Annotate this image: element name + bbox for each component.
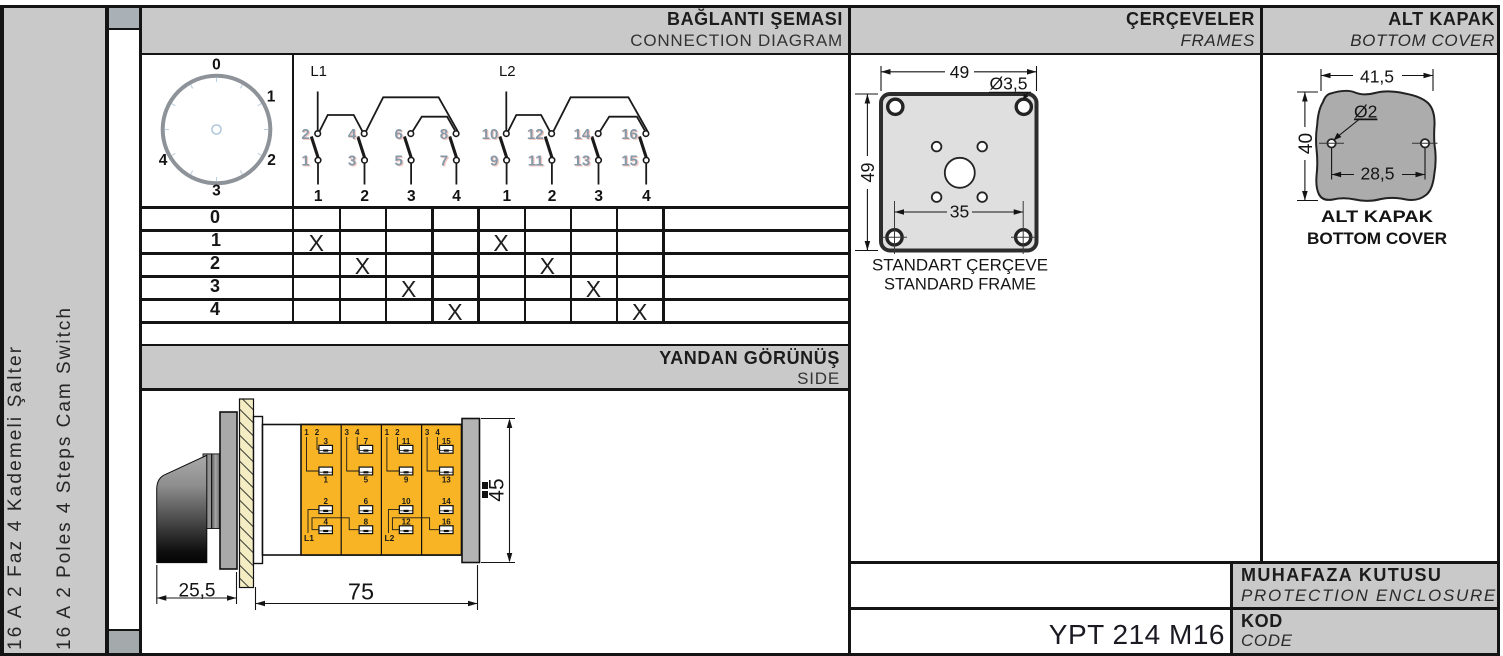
svg-text:12: 12	[402, 517, 411, 526]
svg-text:49: 49	[950, 62, 969, 82]
svg-text:7: 7	[364, 437, 369, 446]
svg-text:2: 2	[315, 428, 320, 437]
svg-text:49: 49	[858, 162, 878, 182]
svg-text:2: 2	[548, 188, 557, 205]
svg-text:40: 40	[1296, 133, 1317, 154]
svg-text:L1: L1	[304, 533, 314, 543]
svg-text:6: 6	[396, 127, 404, 144]
svg-text:2: 2	[303, 127, 311, 144]
svg-text:8: 8	[441, 127, 449, 144]
svg-text:15: 15	[622, 154, 639, 171]
svg-text:4: 4	[642, 188, 651, 205]
svg-text:15: 15	[442, 437, 451, 446]
svg-text:Ø2: Ø2	[1354, 102, 1377, 122]
svg-text:3: 3	[349, 154, 357, 171]
svg-text:2: 2	[301, 126, 309, 143]
svg-text:8: 8	[364, 517, 369, 526]
svg-text:3: 3	[323, 437, 328, 446]
svg-text:7: 7	[441, 154, 449, 171]
svg-text:6: 6	[394, 126, 402, 143]
svg-text:STANDART ÇERÇEVE: STANDART ÇERÇEVE	[872, 256, 1048, 275]
svg-text:1: 1	[303, 154, 311, 171]
svg-text:13: 13	[442, 476, 451, 485]
svg-text:28,5: 28,5	[1360, 164, 1394, 184]
svg-text:L2: L2	[499, 63, 516, 80]
svg-text:2: 2	[395, 428, 400, 437]
svg-text:4: 4	[435, 428, 440, 437]
svg-text:3: 3	[344, 428, 349, 437]
svg-text:BOTTOM COVER: BOTTOM COVER	[1307, 229, 1447, 248]
svg-text:ALT KAPAK: ALT KAPAK	[1321, 207, 1434, 226]
svg-text:6: 6	[364, 497, 369, 506]
svg-text:L1: L1	[310, 63, 327, 80]
svg-text:1: 1	[267, 88, 276, 105]
svg-text:13: 13	[575, 154, 592, 171]
svg-text:4: 4	[159, 152, 168, 169]
svg-text:0: 0	[212, 57, 221, 74]
svg-text:3: 3	[425, 428, 430, 437]
svg-text:2: 2	[267, 152, 276, 169]
svg-text:16: 16	[621, 126, 638, 143]
svg-text:7: 7	[440, 153, 448, 170]
svg-text:25,5: 25,5	[179, 581, 216, 602]
svg-text:9: 9	[404, 476, 409, 485]
svg-text:9: 9	[491, 154, 499, 171]
svg-text:14: 14	[575, 127, 592, 144]
svg-text:Ø3,5: Ø3,5	[990, 74, 1028, 94]
svg-text:4: 4	[355, 428, 360, 437]
svg-text:1: 1	[314, 188, 323, 205]
svg-text:11: 11	[529, 154, 545, 171]
svg-text:L2: L2	[384, 533, 394, 543]
svg-text:41,5: 41,5	[1360, 67, 1394, 87]
svg-text:1: 1	[385, 428, 390, 437]
svg-text:2: 2	[360, 188, 369, 205]
svg-text:5: 5	[364, 476, 369, 485]
svg-text:10: 10	[402, 497, 411, 506]
svg-text:1: 1	[304, 428, 309, 437]
svg-text:45: 45	[486, 478, 509, 501]
svg-text:35: 35	[950, 202, 969, 222]
svg-text:4: 4	[323, 517, 328, 526]
svg-text:3: 3	[407, 188, 416, 205]
svg-text:1: 1	[323, 476, 328, 485]
svg-text:12: 12	[528, 127, 545, 144]
svg-text:1: 1	[301, 153, 309, 170]
svg-text:15: 15	[621, 153, 638, 170]
svg-text:STANDARD FRAME: STANDARD FRAME	[884, 275, 1036, 294]
svg-text:2: 2	[323, 497, 328, 506]
svg-text:4: 4	[349, 127, 358, 144]
svg-text:10: 10	[483, 127, 500, 144]
svg-text:11: 11	[402, 437, 411, 446]
svg-text:9: 9	[490, 153, 498, 170]
svg-text:3: 3	[594, 188, 603, 205]
svg-text:16: 16	[442, 517, 451, 526]
svg-text:8: 8	[440, 126, 448, 143]
svg-text:5: 5	[394, 153, 402, 170]
svg-text:5: 5	[396, 154, 404, 171]
svg-text:14: 14	[574, 126, 591, 143]
svg-text:16: 16	[622, 127, 639, 144]
svg-text:4: 4	[348, 126, 357, 143]
svg-text:12: 12	[527, 126, 544, 143]
svg-text:11: 11	[528, 153, 544, 170]
svg-text:1: 1	[502, 188, 511, 205]
svg-text:75: 75	[348, 578, 374, 604]
svg-text:3: 3	[348, 153, 356, 170]
svg-text:4: 4	[452, 188, 461, 205]
svg-text:10: 10	[482, 126, 499, 143]
svg-text:3: 3	[212, 182, 221, 199]
svg-text:14: 14	[442, 497, 451, 506]
svg-text:13: 13	[574, 153, 591, 170]
